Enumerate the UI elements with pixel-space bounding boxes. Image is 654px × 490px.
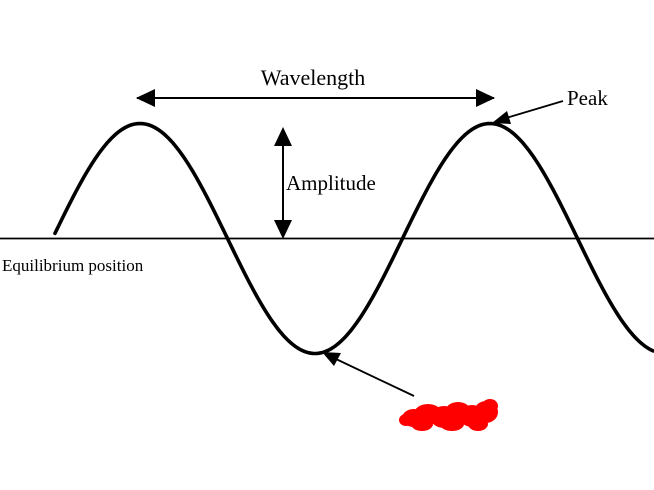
amplitude-arrow-bottom-head: [274, 220, 292, 239]
trough-pointer: [335, 358, 415, 397]
sine-wave: [53, 121, 654, 356]
trough-pointer-head: [322, 352, 341, 366]
equilibrium-label: Equilibrium position: [2, 256, 144, 275]
redaction-scribble: [399, 399, 498, 431]
amplitude-arrow-top-head: [274, 127, 292, 146]
peak-pointer: [505, 100, 564, 119]
peak-pointer-head: [492, 111, 511, 124]
wavelength-arrow-right-head: [476, 89, 495, 107]
amplitude-label: Amplitude: [286, 171, 376, 195]
wavelength-arrow-left-head: [136, 89, 155, 107]
wavelength-label: Wavelength: [261, 65, 366, 90]
peak-label: Peak: [567, 86, 608, 110]
